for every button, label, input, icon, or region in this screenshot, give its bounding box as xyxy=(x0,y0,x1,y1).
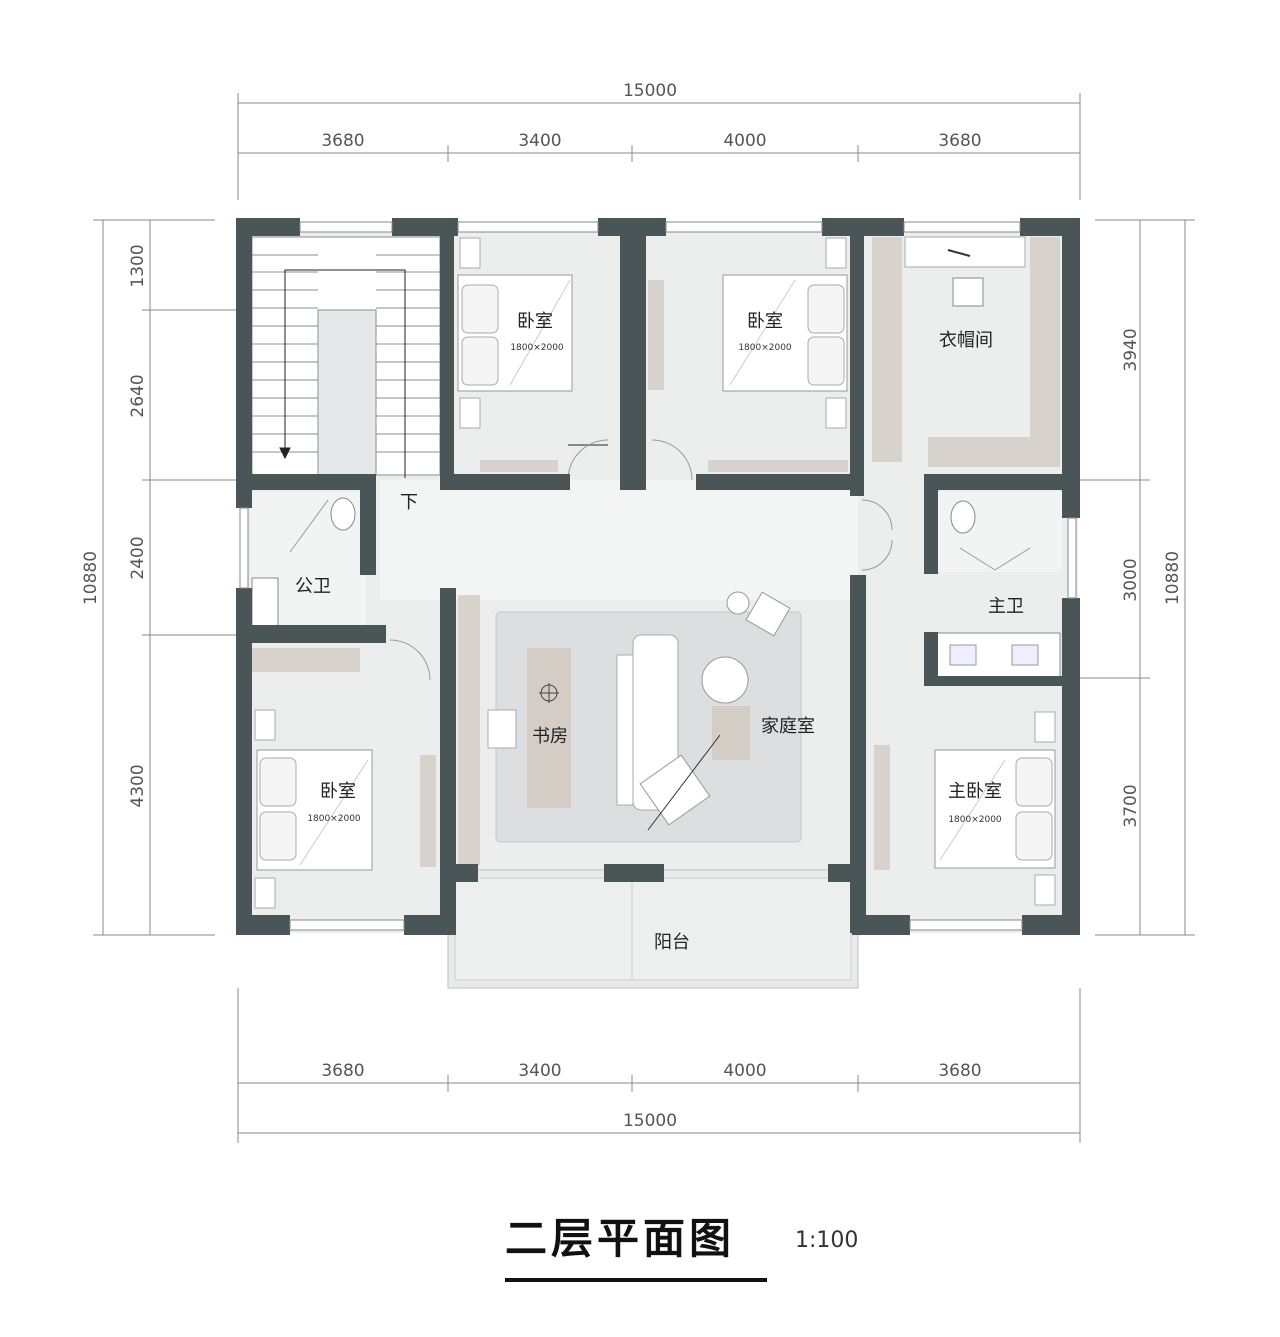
balcony-label: 阳台 xyxy=(654,932,690,953)
dim-right-total: 10880 xyxy=(1163,551,1183,605)
stair-down-label: 下 xyxy=(400,492,418,513)
dim-right-seg-1: 3940 xyxy=(1121,328,1141,371)
study-family-furniture xyxy=(458,591,802,865)
public-bath-fixtures xyxy=(250,492,366,628)
drawing-scale: 1:100 xyxy=(795,1228,859,1253)
dim-top-seg-3: 4000 xyxy=(723,131,766,151)
bedroom-1-furniture xyxy=(457,237,609,481)
dim-left-seg-3: 2400 xyxy=(128,536,148,579)
wardrobe-furniture xyxy=(872,236,1060,467)
dim-bottom-seg-2: 3400 xyxy=(518,1061,561,1081)
dim-top-total: 15000 xyxy=(623,81,677,101)
master-bedroom-furniture xyxy=(861,499,1056,906)
title-underline xyxy=(505,1278,767,1282)
dim-bottom-total: 15000 xyxy=(623,1111,677,1131)
master-bedroom-bed-size: 1800×2000 xyxy=(948,815,1002,825)
dim-left-seg-2: 2640 xyxy=(128,374,148,417)
study-label: 书房 xyxy=(532,726,568,747)
master-bedroom-label: 主卧室 xyxy=(948,781,1002,802)
dim-top-seg-1: 3680 xyxy=(321,131,364,151)
staircase xyxy=(251,236,441,478)
dim-bottom-seg-3: 4000 xyxy=(723,1061,766,1081)
public-bath-label: 公卫 xyxy=(295,576,331,597)
dim-left-seg-4: 4300 xyxy=(128,764,148,807)
dim-left-seg-1: 1300 xyxy=(128,244,148,287)
family-room-label: 家庭室 xyxy=(761,716,815,737)
bedroom-1-bed-size: 1800×2000 xyxy=(510,343,564,353)
dim-bottom-seg-1: 3680 xyxy=(321,1061,364,1081)
dim-right-seg-3: 3700 xyxy=(1121,784,1141,827)
master-bath-fixtures xyxy=(931,492,1062,679)
bedroom-2-label: 卧室 xyxy=(747,311,783,332)
dim-top-seg-4: 3680 xyxy=(938,131,981,151)
dimension-lines xyxy=(93,93,1195,1143)
dim-top-seg-2: 3400 xyxy=(518,131,561,151)
wardrobe-label: 衣帽间 xyxy=(939,330,993,351)
bedroom-2-bed-size: 1800×2000 xyxy=(738,343,792,353)
master-bath-label: 主卫 xyxy=(988,596,1024,617)
bedroom-3-bed-size: 1800×2000 xyxy=(307,814,361,824)
walls xyxy=(236,218,1080,935)
dim-bottom-seg-4: 3680 xyxy=(938,1061,981,1081)
drawing-title: 二层平面图 xyxy=(505,1214,736,1263)
bedroom-1-label: 卧室 xyxy=(517,311,553,332)
dim-left-total: 10880 xyxy=(81,551,101,605)
bedroom-2-furniture xyxy=(648,237,848,481)
bedroom-3-furniture xyxy=(250,639,436,909)
windows xyxy=(239,221,1077,931)
bedroom-3-label: 卧室 xyxy=(320,781,356,802)
dim-right-seg-2: 3000 xyxy=(1121,558,1141,601)
